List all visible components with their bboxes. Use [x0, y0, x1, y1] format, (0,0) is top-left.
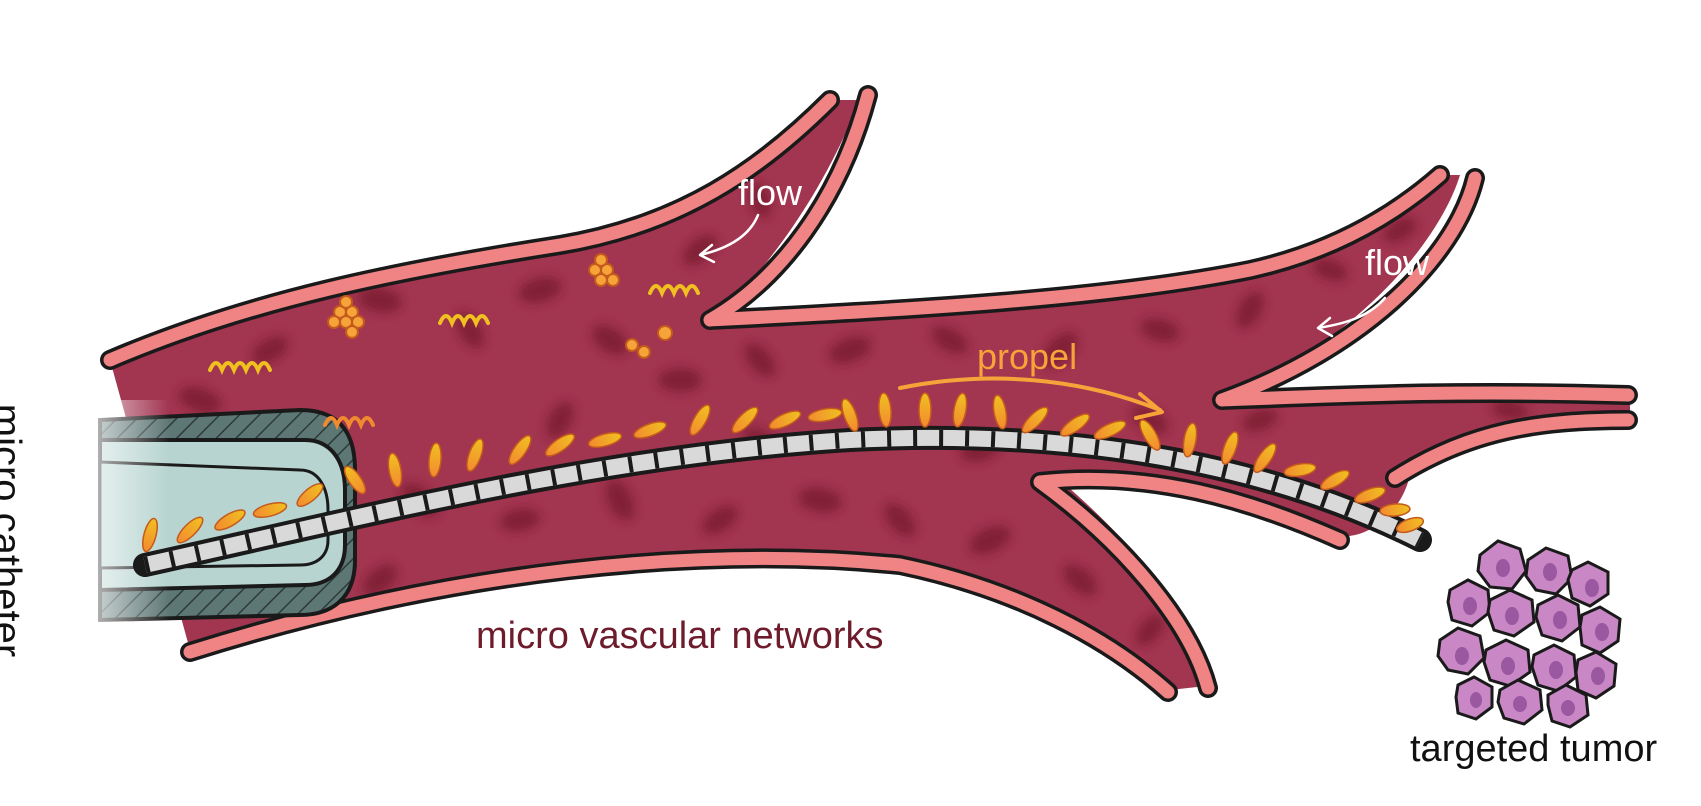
network-label: micro vascular networks: [476, 615, 884, 657]
flow-arrows: [698, 213, 1387, 338]
microrobots: [208, 253, 700, 431]
propel-label: propel: [977, 336, 1078, 377]
spiral-robot: [208, 284, 700, 431]
guidewire: [133, 425, 1432, 577]
vessel-walls: [100, 85, 1638, 702]
propel-arrow: [898, 376, 1164, 420]
sphere-cluster: [327, 253, 673, 359]
flow-label-right: flow: [1365, 242, 1430, 283]
tumor-label: targeted tumor: [1410, 728, 1658, 770]
curved-arrow-icon: [1316, 296, 1387, 338]
curved-arrow-icon: [698, 213, 760, 264]
targeted-tumor: [1436, 539, 1622, 729]
vessel-lumen: [110, 100, 1630, 690]
cilia: [141, 392, 1425, 553]
curved-arrow-right-icon: [898, 376, 1164, 420]
flow-label-upper: flow: [738, 172, 803, 213]
catheter-label: micro catheter: [0, 403, 29, 658]
